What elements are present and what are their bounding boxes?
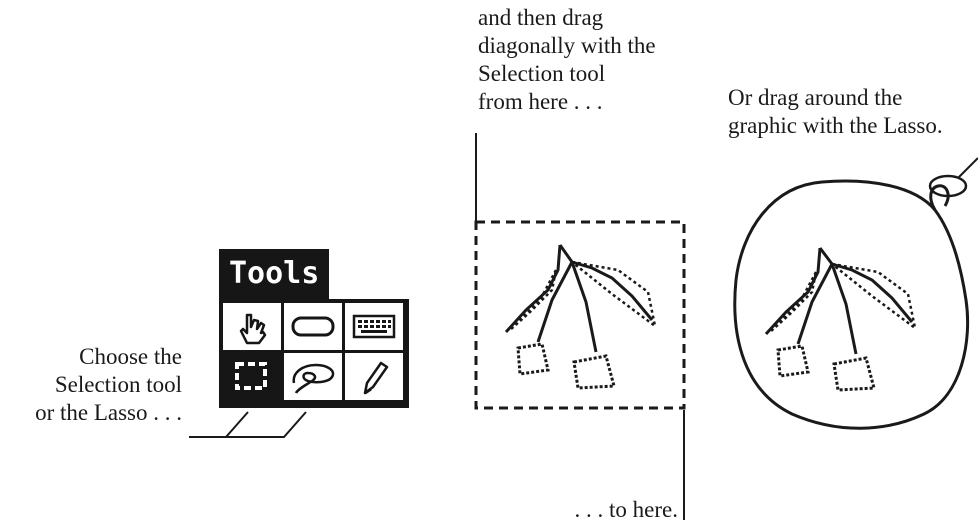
cherries-graphic-right <box>766 248 915 390</box>
selection-marquee <box>476 222 684 408</box>
lasso-tail <box>931 186 948 210</box>
cherries-graphic-left <box>506 245 655 388</box>
lasso-outline <box>735 181 968 428</box>
leader-lines-left <box>189 412 306 437</box>
leader-line-lasso <box>958 158 978 178</box>
